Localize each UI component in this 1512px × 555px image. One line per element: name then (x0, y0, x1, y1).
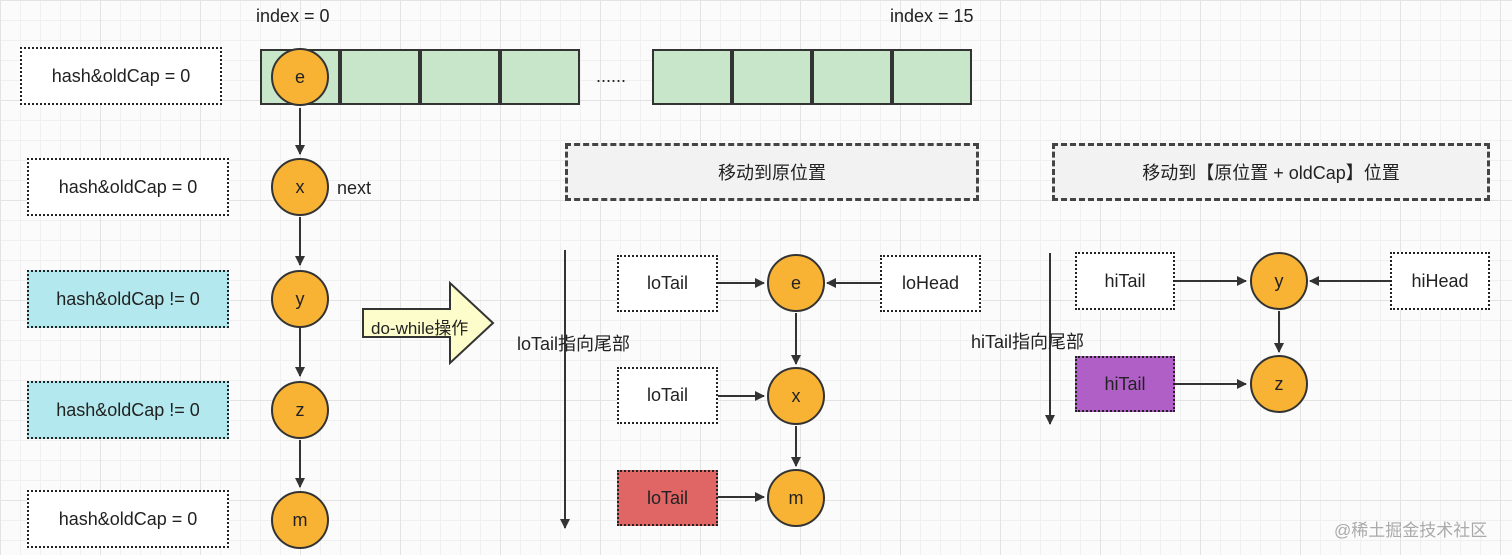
watermark: @稀土掘金技术社区 (1334, 521, 1488, 540)
condition-box: hash&oldCap != 0 (27, 381, 229, 439)
bucket-cell (812, 49, 892, 105)
hi-section-title: 移动到【原位置 + oldCap】位置 (1052, 143, 1490, 201)
lo-tail-pointer-label: loTail指向尾部 (517, 334, 631, 354)
hi-tail-box-final: hiTail (1075, 356, 1175, 412)
bucket-cell (652, 49, 732, 105)
chain-node-m: m (271, 491, 329, 549)
do-while-arrow-shape (362, 280, 495, 366)
lo-tail-box: loTail (617, 255, 718, 312)
chain-node-y: y (271, 270, 329, 328)
bucket-cell (420, 49, 500, 105)
chain-node-x: x (271, 158, 329, 216)
condition-box: hash&oldCap = 0 (27, 490, 229, 548)
chain-node-z: z (271, 381, 329, 439)
hi-head-box: hiHead (1390, 252, 1490, 310)
condition-box: hash&oldCap = 0 (20, 47, 222, 105)
lo-head-box: loHead (880, 255, 981, 312)
bucket-cell (732, 49, 812, 105)
bucket-ellipsis: ...... (596, 66, 627, 86)
lo-node-x: x (767, 367, 825, 425)
bucket-cell (892, 49, 972, 105)
index-start-label: index = 0 (256, 6, 330, 26)
bucket-cell (500, 49, 580, 105)
lo-section-title: 移动到原位置 (565, 143, 979, 201)
lo-node-m: m (767, 469, 825, 527)
bucket-cell (340, 49, 420, 105)
condition-box: hash&oldCap = 0 (27, 158, 229, 216)
chain-node-e: e (271, 48, 329, 106)
do-while-label: do-while操作 (371, 319, 469, 338)
hi-tail-box: hiTail (1075, 252, 1175, 310)
lo-tail-box: loTail (617, 367, 718, 424)
hi-node-z: z (1250, 355, 1308, 413)
lo-node-e: e (767, 254, 825, 312)
condition-box: hash&oldCap != 0 (27, 270, 229, 328)
hi-node-y: y (1250, 252, 1308, 310)
next-label: next (337, 178, 372, 198)
index-end-label: index = 15 (890, 6, 974, 26)
lo-tail-box-final: loTail (617, 470, 718, 526)
hi-tail-pointer-label: hiTail指向尾部 (971, 332, 1085, 352)
